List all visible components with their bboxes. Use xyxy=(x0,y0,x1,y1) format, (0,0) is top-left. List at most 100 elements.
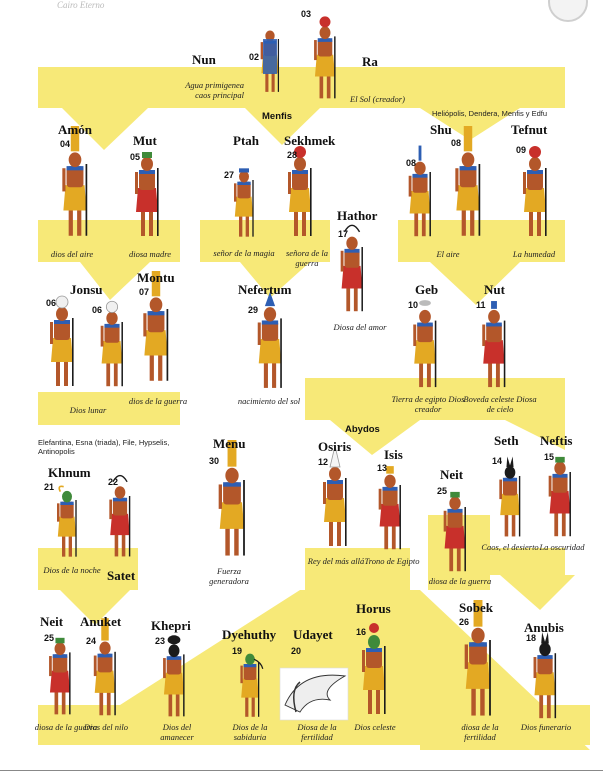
god-desc-horus: Dios celeste xyxy=(354,722,396,732)
god-desc-montu: dios de la guerra xyxy=(128,396,188,406)
god-name-ptah: Ptah xyxy=(233,133,259,148)
sobek-figure-icon xyxy=(464,600,491,716)
band-drop-jonsu xyxy=(80,262,150,300)
god-desc-hathor: Diosa del amor xyxy=(333,322,387,332)
god-desc-nefertum: nacimiento del sol xyxy=(237,396,301,406)
seth-figure-icon xyxy=(499,456,521,537)
god-num-hathor: 17 xyxy=(338,229,349,239)
god-desc-dyehuthy: Dios de la sabiduria xyxy=(232,722,268,742)
band-khnum xyxy=(38,548,138,590)
god-name-khepri: Khepri xyxy=(151,618,191,633)
god-name-amon: Amón xyxy=(58,122,92,137)
god-num-jonsu-2: 06 xyxy=(92,305,103,315)
god-num-anubis: 18 xyxy=(526,633,537,643)
band-jonsu xyxy=(38,392,180,425)
ptah-figure-icon xyxy=(234,168,254,237)
god-desc-osiris: Rey del más allá xyxy=(307,556,365,566)
god-num-sekhmek: 28 xyxy=(287,150,298,160)
nut-figure-icon xyxy=(482,301,506,388)
ra-figure-icon xyxy=(314,16,336,99)
god-num-nefertum: 29 xyxy=(248,305,259,315)
god-num-ra: 03 xyxy=(301,9,312,19)
god-num-neit-a: 25 xyxy=(437,486,448,496)
god-desc-nun: Agua primigenea caos principal xyxy=(185,80,244,100)
god-desc-mut: diosa madre xyxy=(129,249,171,259)
dyehuthy-figure-icon xyxy=(240,653,264,717)
god-num-jonsu-1: 06 xyxy=(46,298,57,308)
god-name-osiris: Osiris xyxy=(318,439,352,454)
god-name-horus: Horus xyxy=(356,601,391,616)
god-desc-neit-b: diosa de la guerra xyxy=(34,722,98,732)
god-name-khnum: Khnum xyxy=(48,465,91,480)
watermark-text: Cairo Eterno xyxy=(57,0,105,10)
band-drop-seth xyxy=(505,420,565,450)
band-drop-abydos xyxy=(330,420,420,455)
montu-figure-icon xyxy=(143,271,169,381)
mut-figure-icon xyxy=(135,152,159,236)
god-name-sekhmek: Sekhmek xyxy=(284,133,336,148)
god-desc-geb: Tierra de egipto Dios creador xyxy=(391,394,465,414)
jonsu-figure-icon xyxy=(100,300,123,387)
god-name-jonsu: Jonsu xyxy=(70,282,103,297)
god-num-dyehuthy: 19 xyxy=(232,646,243,656)
god-desc-udayet: Diosa de la fertilidad xyxy=(297,722,337,742)
band-geb xyxy=(305,378,565,420)
god-num-geb: 10 xyxy=(408,300,419,310)
god-name-tefnut: Tefnut xyxy=(511,122,548,137)
god-num-amon: 04 xyxy=(60,139,71,149)
god-num-neit-b: 25 xyxy=(44,633,55,643)
god-num-tefnut: 09 xyxy=(516,145,527,155)
region-abydos: Abydos xyxy=(345,424,380,435)
band-drop-menfis xyxy=(245,108,320,145)
anuket-figure-icon xyxy=(93,618,116,716)
band-drop-amon xyxy=(62,108,148,150)
jonsu-figure-icon xyxy=(50,295,74,386)
god-name-dyehuthy: Dyehuthy xyxy=(222,627,277,642)
khnum-figure-icon xyxy=(57,485,77,557)
neit-b-figure-icon xyxy=(49,637,71,715)
god-desc-anubis: Dios funerario xyxy=(520,722,572,732)
band-drop-geb xyxy=(430,262,520,305)
god-desc-khepri: Dios del amanecer xyxy=(160,722,194,742)
god-desc-neit-a: diosa de la guerra xyxy=(428,576,492,586)
nefertum-figure-icon xyxy=(257,291,282,388)
god-name-anubis: Anubis xyxy=(524,620,564,635)
god-num-horus: 16 xyxy=(356,627,367,637)
geb-figure-icon xyxy=(413,300,437,388)
god-name-hathor: Hathor xyxy=(337,208,378,223)
god-num-montu: 07 xyxy=(139,287,150,297)
footer-divider xyxy=(0,770,603,771)
god-desc-sekhmek: señora de la guerra xyxy=(285,248,329,268)
sekhmek-figure-icon xyxy=(288,146,312,236)
god-name-mut: Mut xyxy=(133,133,157,148)
satet-figure-icon xyxy=(109,474,131,557)
god-name-montu: Montu xyxy=(137,270,175,285)
band-shu xyxy=(398,220,565,262)
god-num-khnum: 21 xyxy=(44,482,55,492)
udayet-figure-icon xyxy=(279,667,349,721)
god-num-nut: 11 xyxy=(476,300,486,310)
isis-figure-icon xyxy=(378,466,401,550)
osiris-figure-icon xyxy=(323,445,347,546)
god-num-mut: 05 xyxy=(130,152,141,162)
amon-figure-icon xyxy=(62,126,88,236)
god-name-nut: Nut xyxy=(484,282,505,297)
god-desc-anuket: Dios del nilo xyxy=(84,722,128,732)
khepri-figure-icon xyxy=(163,635,185,717)
nun-figure-icon xyxy=(260,30,280,92)
god-name-geb: Geb xyxy=(415,282,439,297)
god-num-nun: 02 xyxy=(249,52,260,62)
god-desc-sobek: diosa de la fertilidad xyxy=(461,722,499,742)
god-desc-neftis: La oscuridad xyxy=(539,542,585,552)
god-name-sobek: Sobek xyxy=(459,600,493,615)
god-name-isis: Isis xyxy=(384,447,403,462)
god-num-isis: 13 xyxy=(377,463,388,473)
shu-figure-icon xyxy=(408,145,431,237)
god-num-osiris: 12 xyxy=(318,457,329,467)
band-drop-neit xyxy=(60,590,130,625)
god-name-anuket: Anuket xyxy=(80,614,122,629)
god-name-menu: Menu xyxy=(213,436,246,451)
god-desc-ptah: señor de la magia xyxy=(213,248,275,258)
god-name-udayet: Udayet xyxy=(293,627,333,642)
